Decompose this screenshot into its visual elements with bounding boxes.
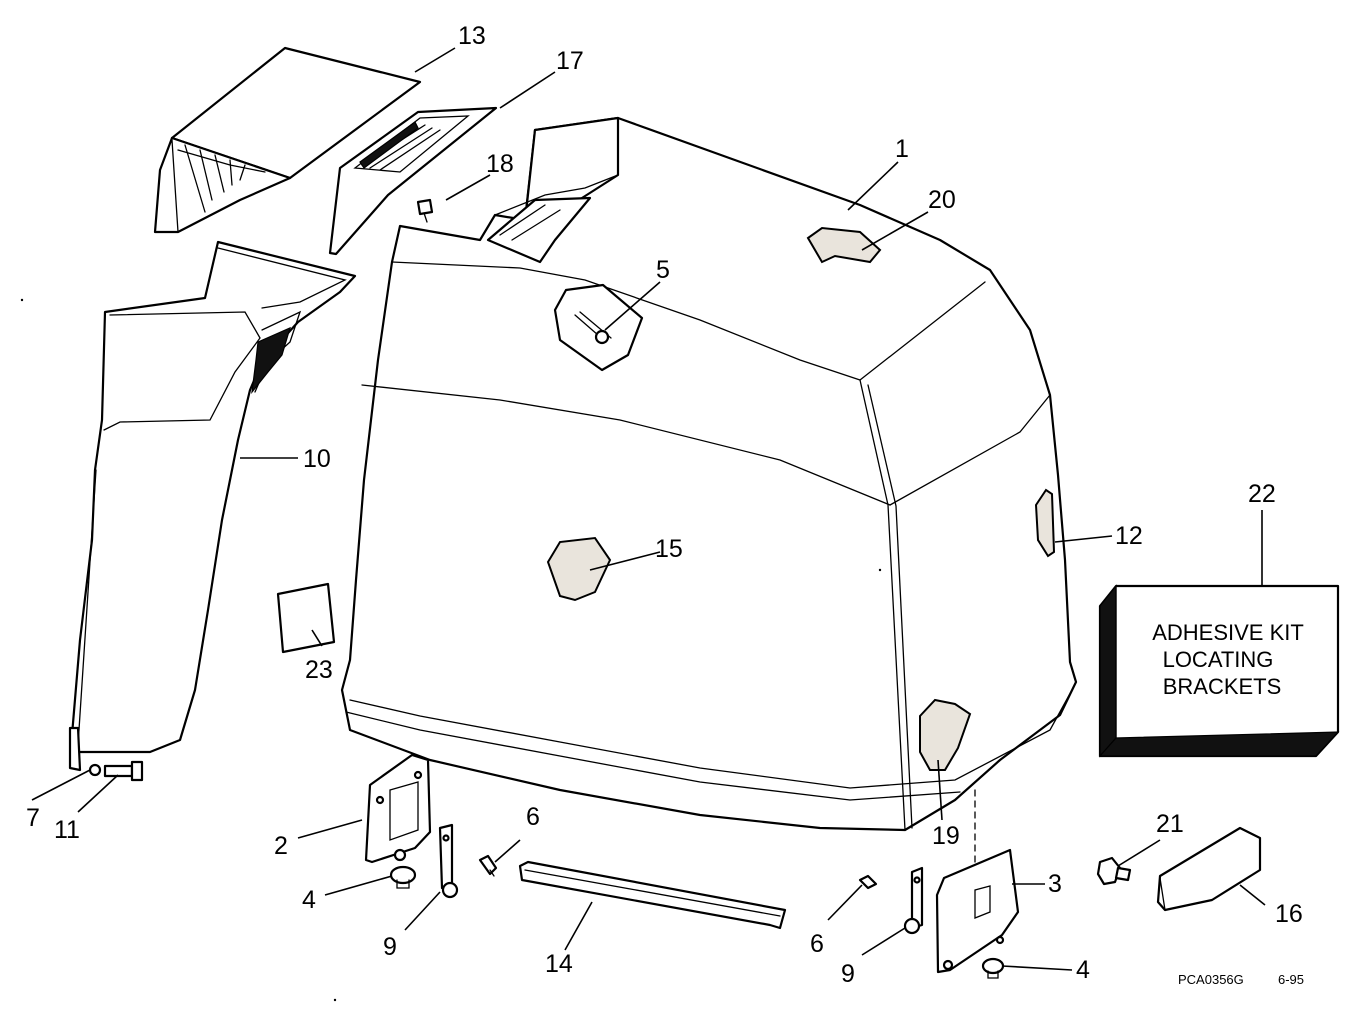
- callout-11: 11: [54, 816, 80, 844]
- callout-labels: 13 17 18 1 20 5 10 15 12 22 23 19 7 11 2…: [26, 22, 1303, 988]
- part-22-adhesive-kit-box: ADHESIVE KIT LOCATING BRACKETS: [1098, 584, 1340, 758]
- kit-box-line-1: ADHESIVE KIT: [1152, 620, 1304, 645]
- callout-9-right: 9: [841, 960, 855, 988]
- callout-15: 15: [655, 535, 683, 563]
- callout-19: 19: [932, 822, 960, 850]
- callout-21: 21: [1156, 810, 1184, 838]
- callout-3: 3: [1048, 870, 1062, 898]
- part-2-bracket: [364, 753, 432, 864]
- part-10-side-shroud: [68, 240, 357, 772]
- kit-box-line-3: BRACKETS: [1163, 674, 1282, 699]
- part-9-strap-right: [903, 866, 924, 935]
- callout-16: 16: [1275, 900, 1303, 928]
- part-12-adhesive-pad: [1034, 488, 1056, 558]
- part-20-adhesive-pad: [806, 226, 882, 264]
- part-21-nut: [1096, 856, 1132, 886]
- figure-footer: PCA0356G 6-95: [1178, 972, 1304, 987]
- figure-date: 6-95: [1278, 972, 1304, 987]
- part-4-knob-right: [981, 957, 1005, 979]
- part-5-bolt-plate: [553, 283, 644, 372]
- part-3-bracket: [935, 848, 1020, 974]
- callout-17: 17: [556, 47, 584, 75]
- callout-6-left: 6: [526, 803, 540, 831]
- callout-4-right: 4: [1076, 956, 1090, 984]
- part-4-knob-left: [389, 865, 417, 889]
- part-18-screw: [416, 198, 434, 223]
- kit-box-line-2: LOCATING: [1163, 647, 1274, 672]
- leader-lines: [31, 47, 1266, 971]
- callout-9-left: 9: [383, 933, 397, 961]
- callout-2: 2: [274, 832, 288, 860]
- callout-20: 20: [928, 186, 956, 214]
- part-11-bolt: [103, 760, 144, 782]
- callout-1: 1: [895, 135, 909, 163]
- part-9-strap-left: [438, 823, 459, 899]
- callout-22: 22: [1248, 480, 1276, 508]
- callout-6-right: 6: [810, 930, 824, 958]
- part-6-screw-right: [858, 874, 878, 890]
- callout-5: 5: [656, 256, 670, 284]
- part-17-intake-grille: [328, 106, 498, 256]
- callout-13: 13: [458, 22, 486, 50]
- part-15-adhesive-pad: [546, 536, 612, 602]
- part-1-main-cowling: [340, 116, 1078, 832]
- callout-4-left: 4: [302, 886, 316, 914]
- part-7-washer: [88, 763, 102, 777]
- callout-10: 10: [303, 445, 331, 473]
- part-23-decal: [276, 582, 336, 654]
- callout-7: 7: [26, 804, 40, 832]
- figure-code: PCA0356G: [1178, 972, 1244, 987]
- callout-12: 12: [1115, 522, 1143, 550]
- part-13-vent-cover: [153, 46, 422, 234]
- callout-18: 18: [486, 150, 514, 178]
- callout-14: 14: [545, 950, 573, 978]
- part-19-adhesive-pad: [919, 698, 972, 771]
- part-16-trim-cap: [1156, 826, 1262, 912]
- callout-23: 23: [305, 656, 333, 684]
- part-6-screw-left: [478, 854, 498, 877]
- part-14-seal-strip: [518, 860, 787, 930]
- stray-dots: [20, 298, 882, 1002]
